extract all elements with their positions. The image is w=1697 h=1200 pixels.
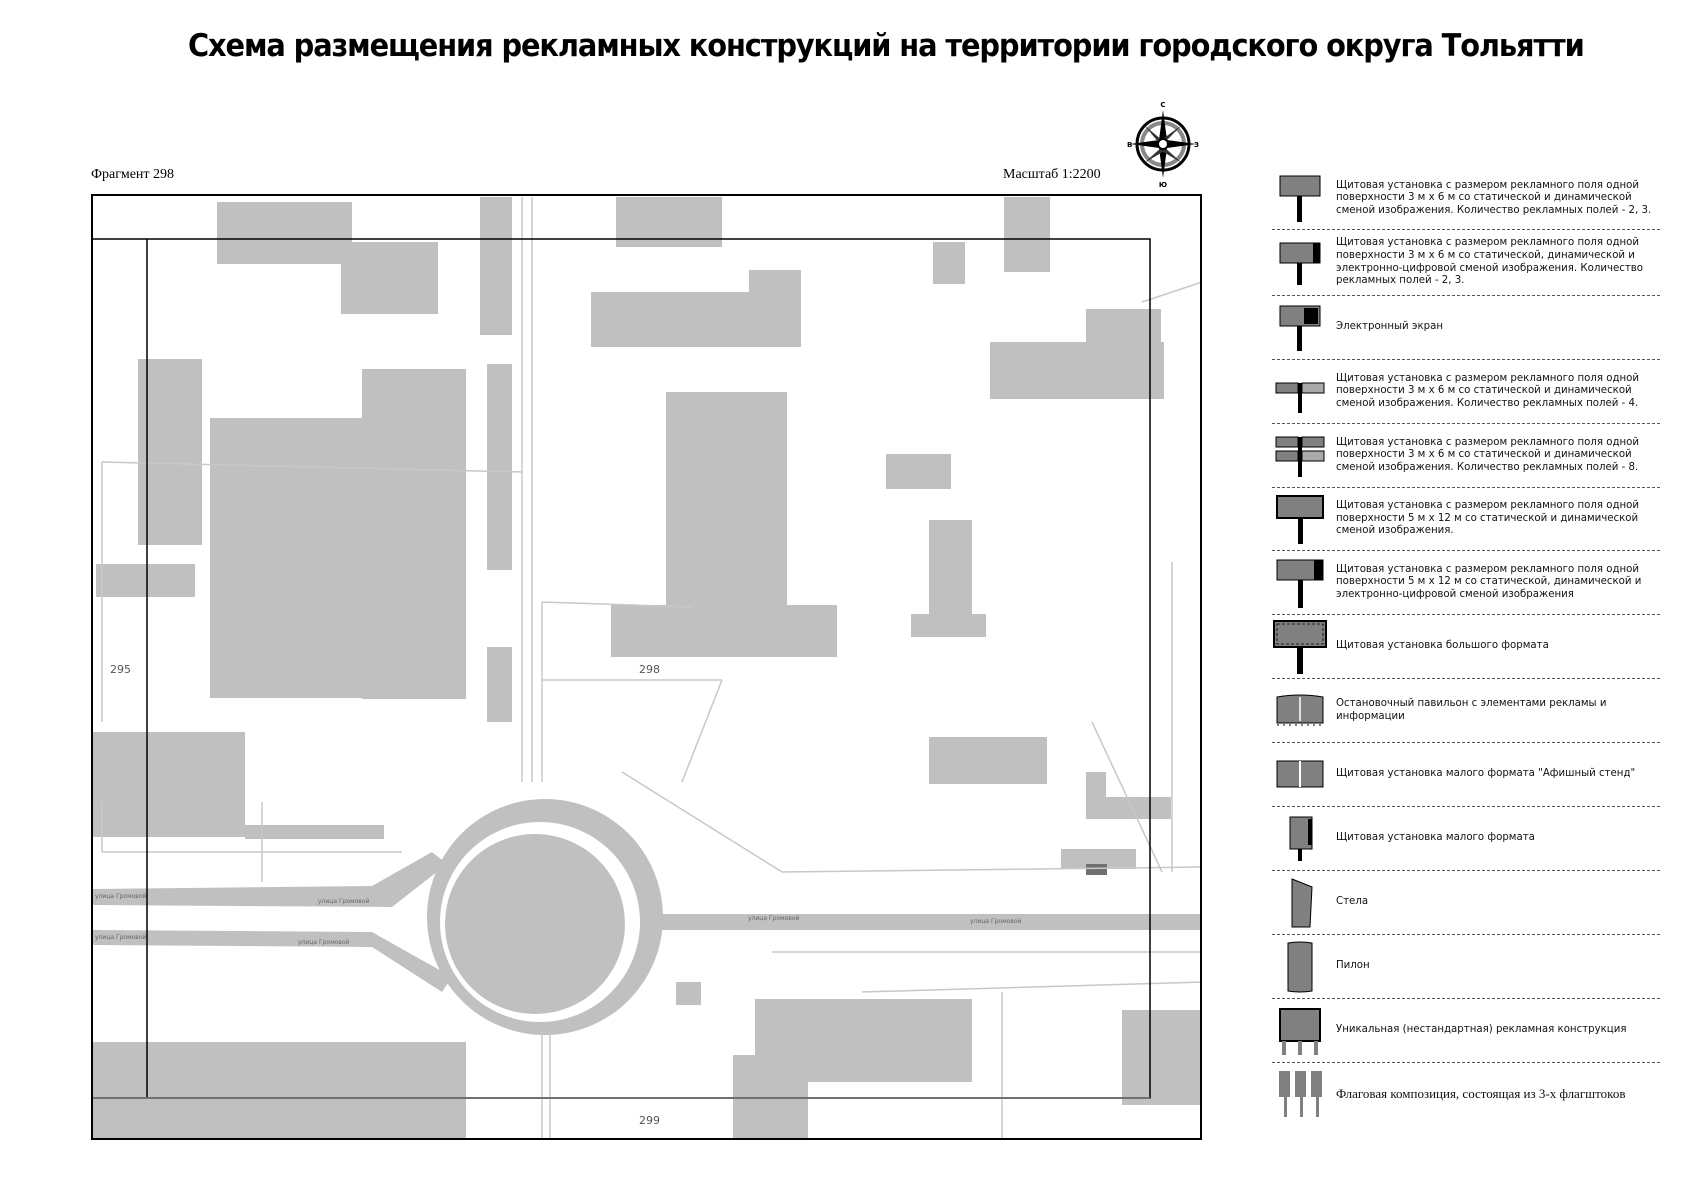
small-format-billboard-icon [1272, 807, 1328, 870]
legend-text: Щитовая установка с размером рекламного … [1336, 563, 1642, 600]
billboard-5x12-icon [1272, 488, 1328, 550]
dark-marker [1086, 864, 1107, 875]
legend-item: Стела [1272, 871, 1660, 935]
legend-item: Щитовая установка с размером рекламного … [1272, 360, 1660, 424]
legend-text: Щитовая установка малого формата [1336, 832, 1535, 844]
legend-item: Щитовая установка с размером рекламного … [1272, 230, 1660, 296]
legend-item: Щитовая установка с размером рекламного … [1272, 424, 1660, 488]
compass-west-label: В [1127, 141, 1132, 149]
legend-text: Щитовая установка с размером рекламного … [1336, 436, 1640, 473]
compass-north-label: С [1160, 101, 1165, 109]
large-format-billboard-icon [1272, 615, 1328, 678]
street-label: улица Громовой [748, 915, 800, 922]
fragment-label: Фрагмент 298 [91, 167, 175, 182]
legend-text: Щитовая установка большого формата [1336, 640, 1549, 652]
legend-text: Щитовая установка с размером рекламного … [1336, 237, 1644, 287]
block-label-299: 299 [639, 1114, 660, 1127]
street-label: улица Громовой [95, 934, 147, 941]
legend-item: Электронный экран [1272, 296, 1660, 360]
legend-text: Остановочный павильон с элементами рекла… [1336, 697, 1607, 722]
poster-stand-icon [1272, 743, 1328, 806]
legend-item: Пилон [1272, 935, 1660, 999]
street-label: улица Громовой [318, 898, 370, 905]
stela-icon [1272, 871, 1328, 934]
legend-item: Щитовая установка с размером рекламного … [1272, 488, 1660, 551]
legend-text: Щитовая установка с размером рекламного … [1336, 179, 1652, 216]
map-fragment[interactable]: 295 298 299 улица Громовой улица Громово… [91, 194, 1202, 1140]
billboard-3x6-static-dynamic-icon [1272, 168, 1328, 229]
pylon-icon [1272, 935, 1328, 998]
billboard-8-fields-icon [1272, 424, 1328, 487]
legend-item: Щитовая установка большого формата [1272, 615, 1660, 679]
roundabout-center [445, 834, 625, 1014]
scale-label: Масштаб 1:2200 [1003, 167, 1101, 182]
unique-construction-icon [1272, 999, 1328, 1062]
street-label: улица Громовой [95, 893, 147, 900]
block-label-298: 298 [639, 663, 660, 676]
legend-item: Флаговая композиция, состоящая из 3-х фл… [1272, 1063, 1660, 1125]
map-canvas [93, 197, 1200, 1138]
legend-item: Остановочный павильон с элементами рекла… [1272, 679, 1660, 743]
billboard-3x6-digital-icon [1272, 230, 1328, 295]
legend-text: Щитовая установка с размером рекламного … [1336, 500, 1640, 537]
legend-text: Щитовая установка с размером рекламного … [1336, 372, 1640, 409]
compass-rose-icon: С Ю В З [1126, 100, 1200, 189]
legend-text: Щитовая установка малого формата "Афишны… [1336, 768, 1636, 780]
legend-item: Уникальная (нестандартная) рекламная кон… [1272, 999, 1660, 1063]
legend-item: Щитовая установка малого формата [1272, 807, 1660, 871]
billboard-5x12-digital-icon [1272, 551, 1328, 614]
street-label: улица Громовой [298, 939, 350, 946]
block-label-295: 295 [110, 663, 131, 676]
legend-item: Щитовая установка малого формата "Афишны… [1272, 743, 1660, 807]
legend-text: Пилон [1336, 960, 1370, 972]
legend-text: Уникальная (нестандартная) рекламная кон… [1336, 1024, 1627, 1036]
legend-item: Щитовая установка с размером рекламного … [1272, 551, 1660, 615]
compass-east-label: З [1194, 141, 1199, 149]
compass-south-label: Ю [1159, 181, 1167, 188]
legend: Щитовая установка с размером рекламного … [1272, 168, 1660, 1125]
flag-composition-icon [1272, 1063, 1328, 1125]
page-title: Схема размещения рекламных конструкций н… [188, 28, 1585, 64]
legend-item: Щитовая установка с размером рекламного … [1272, 168, 1660, 230]
buildings [93, 197, 1200, 1138]
roads [93, 852, 1200, 992]
bus-stop-pavilion-icon [1272, 679, 1328, 742]
electronic-screen-icon [1272, 296, 1328, 359]
legend-text: Флаговая композиция, состоящая из 3-х фл… [1336, 1086, 1626, 1101]
billboard-4-fields-icon [1272, 360, 1328, 423]
legend-text: Стела [1336, 896, 1369, 908]
legend-text: Электронный экран [1336, 321, 1444, 333]
street-label: улица Громовой [970, 918, 1022, 925]
